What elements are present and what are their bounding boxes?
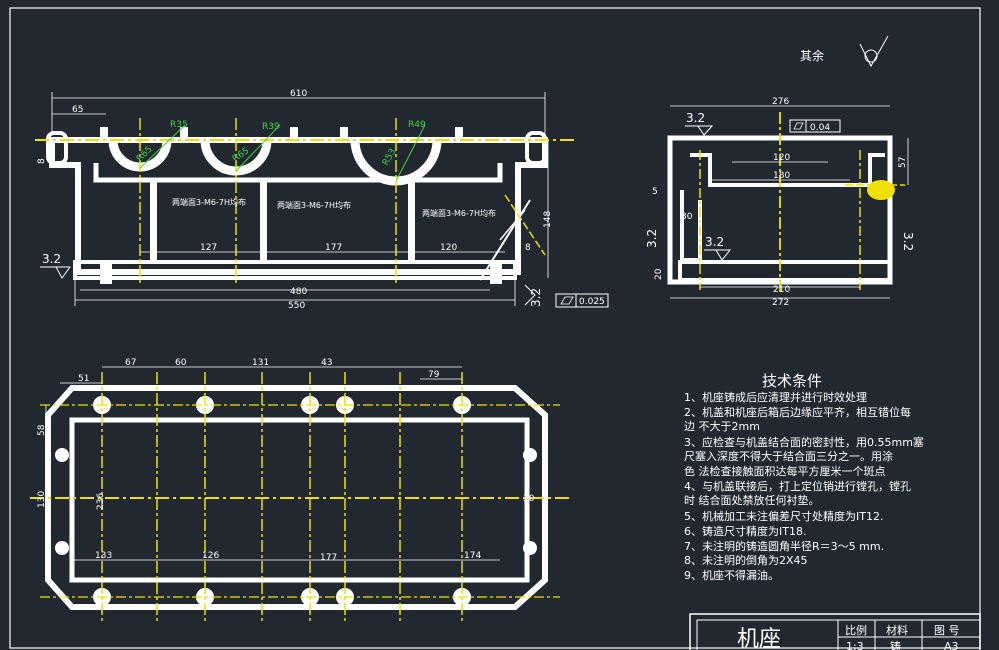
header-material: 材料 xyxy=(886,623,908,637)
top-dim-30: 30 xyxy=(523,494,535,504)
flatness-icon xyxy=(560,296,574,305)
hole-note-2: 两端面3-M6-7H均布 xyxy=(277,200,351,210)
tech-line-9: 5、机械加工未注偏差尺寸处精度为IT12. xyxy=(684,509,883,523)
radius-r39: R39 xyxy=(262,122,280,132)
top-dim-133: 133 xyxy=(95,551,112,561)
top-dim-174: 174 xyxy=(464,551,481,561)
drawing-number: A3 xyxy=(944,640,959,650)
roughness-left-icon xyxy=(40,266,71,279)
top-dim-60: 60 xyxy=(175,358,187,368)
tech-line-4: 3、应检查与机盖结合面的密封性，用0.55mm塞 xyxy=(684,435,924,449)
side-roughness-top: 3.2 xyxy=(686,111,705,125)
tech-requirements: 技术条件 1、机座铸成后应清理并进行时效处理 2、机盖和机座后箱后边缘应平齐，相… xyxy=(684,372,924,582)
dim-480: 480 xyxy=(290,287,307,297)
tech-line-10: 6、铸造尺寸精度为IT18. xyxy=(684,524,806,538)
machined-prohibit-icon xyxy=(864,49,878,63)
parallel-icon xyxy=(793,122,804,130)
top-dim-67: 67 xyxy=(125,358,136,368)
radius-r49: R49 xyxy=(408,120,426,130)
hole-note-3: 两端面3-M6-7H均布 xyxy=(422,208,496,218)
side-dim-30: 30 xyxy=(681,212,693,222)
header-scale: 比例 xyxy=(845,623,867,637)
flatness-value: 0.025 xyxy=(579,297,605,307)
tech-line-6: 色 法检查接触面积达每平方厘米一个斑点 xyxy=(684,464,886,478)
tech-line-7: 4、与机盖联接后，打上定位销进行镗孔，镗孔 xyxy=(684,479,911,493)
dim-127: 127 xyxy=(200,243,217,253)
top-dim-130: 130 xyxy=(37,491,47,508)
top-dim-79: 79 xyxy=(428,370,440,380)
tech-line-13: 9、机座不得漏油。 xyxy=(684,568,779,582)
top-dim-43: 43 xyxy=(321,358,332,368)
tech-line-1: 1、机座铸成后应清理并进行时效处理 xyxy=(684,390,867,404)
dim-120: 120 xyxy=(440,243,457,253)
dim-610: 610 xyxy=(290,89,307,99)
flatness-frame xyxy=(555,293,609,308)
side-roughness-right: 3.2 xyxy=(901,232,915,251)
top-dim-131: 131 xyxy=(252,358,269,368)
dim-550: 550 xyxy=(288,301,305,311)
top-dim-51: 51 xyxy=(78,374,89,384)
side-dim-272: 272 xyxy=(772,298,789,308)
top-dim-236: 236 xyxy=(96,493,106,510)
drawing-border xyxy=(9,7,981,649)
radius-r65-mid: R65 xyxy=(231,146,251,164)
dim-177: 177 xyxy=(325,243,342,253)
tech-line-3: 边 不大于2mm xyxy=(684,419,760,433)
side-dim-20: 20 xyxy=(654,268,664,280)
tech-title: 技术条件 xyxy=(762,372,822,390)
general-roughness-note: 其余 xyxy=(800,35,889,68)
side-dim-180: 180 xyxy=(773,171,790,181)
front-view: R35 R39 R49 R65 R65 R53 610 65 127 177 1… xyxy=(35,89,609,311)
side-roughness-top-icon xyxy=(685,125,714,136)
title-block: 机座 比例 材料 图 号 1:3 铸 A3 xyxy=(689,613,981,650)
roughness-bottom-icon xyxy=(524,284,536,306)
material-value: 铸 xyxy=(890,639,901,650)
tech-line-12: 8、未注明的倒角为2X45 xyxy=(684,553,808,567)
side-roughness-left: 3.2 xyxy=(645,229,659,248)
tech-line-5: 尺塞入深度不得大于结合面三分之一。用涂 xyxy=(684,449,893,463)
header-drawing-no: 图 号 xyxy=(934,624,960,637)
radius-r35: R35 xyxy=(170,120,188,130)
dim-65: 65 xyxy=(72,105,83,115)
top-dim-177: 177 xyxy=(320,553,337,563)
side-dim-210: 210 xyxy=(773,285,790,295)
hole-note-1: 两端面3-M6-7H均布 xyxy=(172,197,246,207)
side-view: 276 120 180 57 5 30 20 210 272 3.2 3.2 3… xyxy=(645,97,915,308)
tech-line-2: 2、机盖和机座后箱后边缘应平齐，相互错位每 xyxy=(684,405,911,419)
scale-value: 1:3 xyxy=(846,640,864,650)
dim-8-left: 8 xyxy=(37,158,47,164)
tech-line-8: 时 结合面处禁放任何衬垫。 xyxy=(684,493,820,507)
side-roughness-inner-icon xyxy=(704,249,732,261)
tech-line-11: 7、未注明的铸造圆角半径R＝3～5 mm. xyxy=(684,539,884,553)
top-dim-126: 126 xyxy=(202,551,219,561)
side-dim-120: 120 xyxy=(773,153,790,163)
dim-8-right: 8 xyxy=(525,243,531,253)
other-surfaces-label: 其余 xyxy=(800,48,824,63)
part-name: 机座 xyxy=(737,627,781,650)
side-oil-plug xyxy=(867,180,895,200)
top-dim-58: 58 xyxy=(37,424,47,436)
side-roughness-inner: 3.2 xyxy=(705,235,724,249)
top-view: 51 67 60 131 43 79 58 130 236 30 133 126… xyxy=(30,358,570,622)
roughness-left-value: 3.2 xyxy=(42,252,61,266)
parallel-frame xyxy=(789,119,841,133)
side-dim-5: 5 xyxy=(652,187,658,197)
parallel-value: 0.04 xyxy=(810,123,830,133)
side-dim-276: 276 xyxy=(772,97,789,107)
dim-148: 148 xyxy=(543,211,553,228)
side-dim-57: 57 xyxy=(898,157,908,168)
